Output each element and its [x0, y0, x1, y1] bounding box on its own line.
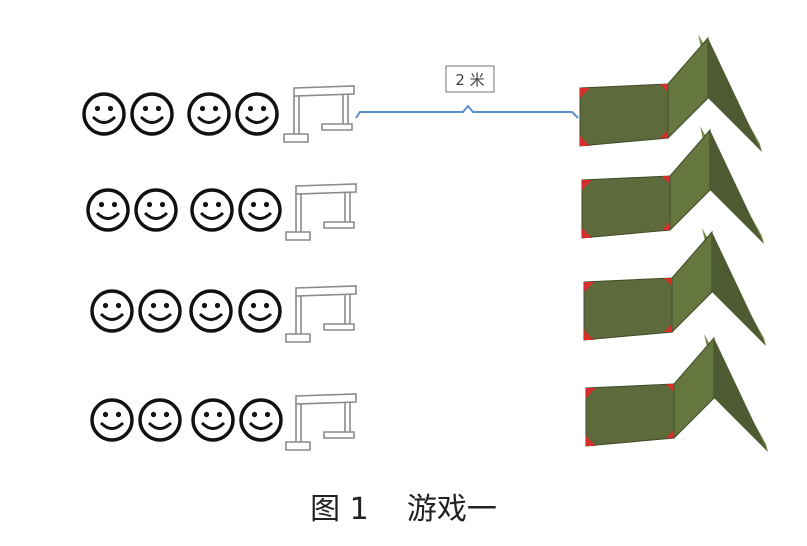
folding-mat-icon: [579, 34, 762, 152]
hurdle-icon: [285, 393, 357, 451]
hurdle-icon: [283, 85, 355, 143]
folding-mat-icon: [583, 228, 766, 346]
smiley-icon: [130, 92, 174, 136]
figure-caption: 图 1 游戏一: [310, 492, 497, 527]
smiley-icon: [239, 398, 283, 442]
smiley-icon: [82, 92, 126, 136]
distance-label: 2 米: [455, 71, 484, 89]
folding-mat-icon: [585, 334, 768, 452]
smiley-icon: [134, 188, 178, 232]
smiley-icon: [189, 289, 233, 333]
hurdle-icon: [285, 183, 357, 241]
smiley-icon: [138, 289, 182, 333]
player-row: [90, 285, 357, 343]
player-row: [90, 393, 357, 451]
smiley-icon: [190, 188, 234, 232]
smiley-icon: [238, 188, 282, 232]
smiley-icon: [191, 398, 235, 442]
player-row: [82, 85, 355, 143]
distance-annotation: 2 米: [355, 65, 579, 119]
smiley-icon: [90, 398, 134, 442]
folding-mat-icon: [581, 126, 764, 244]
smiley-icon: [138, 398, 182, 442]
smiley-icon: [86, 188, 130, 232]
smiley-icon: [187, 92, 231, 136]
smiley-icon: [235, 92, 279, 136]
distance-label-box: [445, 65, 495, 93]
smiley-icon: [238, 289, 282, 333]
smiley-icon: [90, 289, 134, 333]
player-row: [86, 183, 357, 241]
distance-bracket: [355, 104, 579, 119]
hurdle-icon: [285, 285, 357, 343]
